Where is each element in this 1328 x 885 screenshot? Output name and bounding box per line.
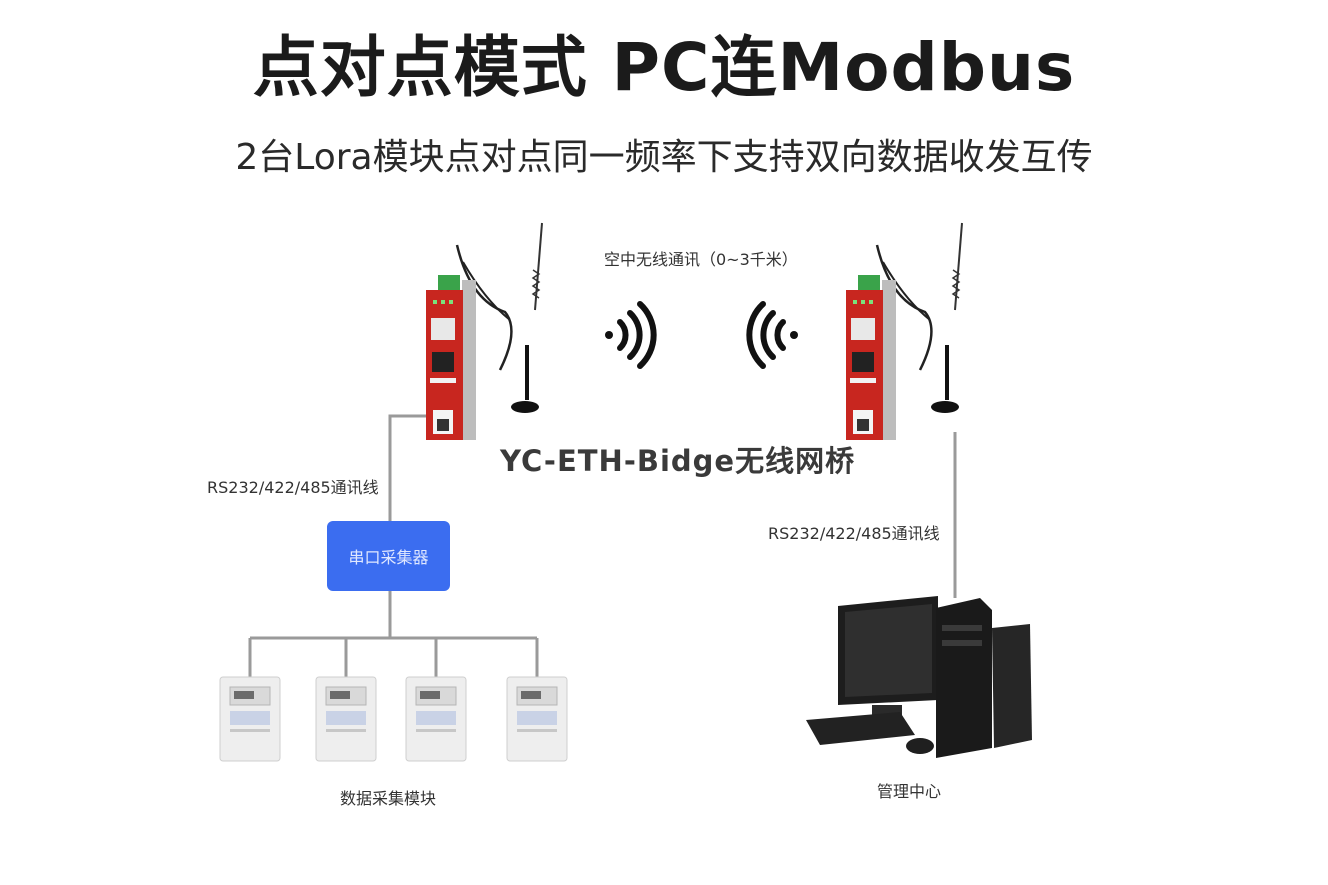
antenna-icon — [875, 244, 933, 371]
management-center-label: 管理中心 — [877, 782, 942, 801]
left-cable-label: RS232/422/485通讯线 — [207, 478, 379, 497]
page-title: 点对点模式 PC连Modbus — [252, 29, 1076, 106]
right-cable-label: RS232/422/485通讯线 — [768, 524, 940, 543]
energy-meter-icon — [219, 676, 281, 762]
left-lora-device — [426, 222, 543, 440]
page-subtitle: 2台Lora模块点对点同一频率下支持双向数据收发互传 — [235, 137, 1093, 178]
serial-collector-box: 串口采集器 — [327, 521, 450, 591]
left-device-to-collector-line — [388, 414, 426, 521]
right-lora-device — [846, 222, 963, 440]
bridge-device-label: YC-ETH-Bidge无线网桥 — [500, 444, 856, 478]
connection-lines — [248, 414, 957, 677]
serial-collector-label: 串口采集器 — [348, 548, 429, 567]
desktop-computer-icon — [806, 596, 1032, 758]
data-collection-modules-label: 数据采集模块 — [340, 789, 437, 808]
wifi-signal-icon — [605, 301, 657, 369]
wifi-signal-icon — [746, 301, 798, 369]
energy-meter-icon — [506, 676, 568, 762]
wireless-distance-label: 空中无线通讯（0~3千米） — [604, 250, 798, 269]
antenna-icon — [455, 244, 513, 371]
energy-meter-icon — [315, 676, 377, 762]
energy-meter-icon — [405, 676, 467, 762]
